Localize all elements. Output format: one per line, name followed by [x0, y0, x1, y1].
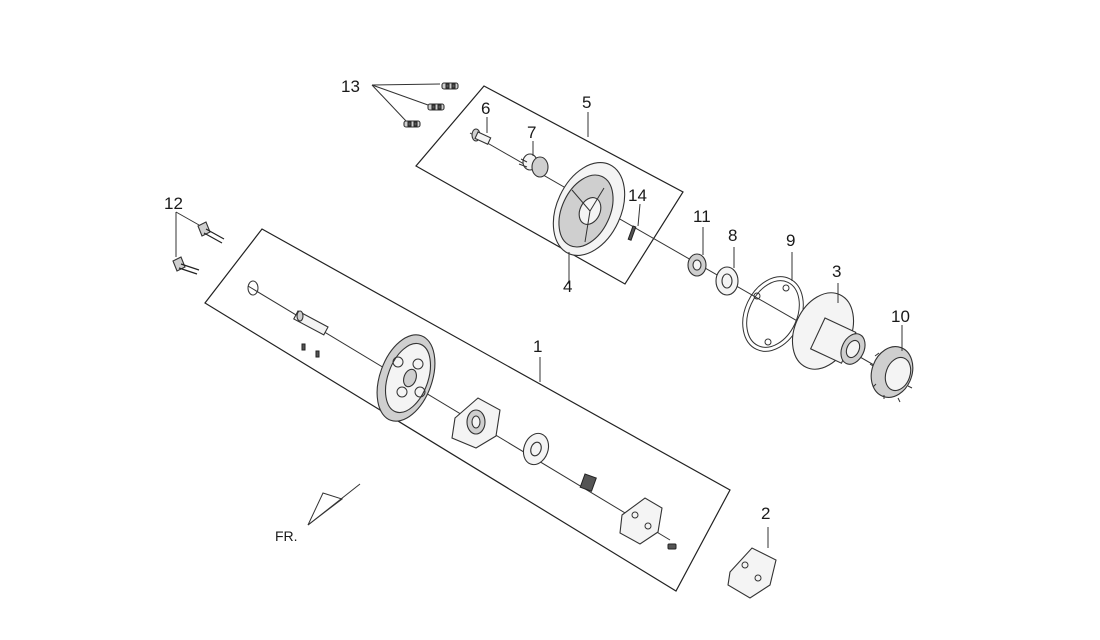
pump-plate: [619, 497, 663, 545]
pump-body: [451, 397, 501, 449]
bolt-12a: [197, 221, 225, 244]
group-frame-1: [204, 228, 731, 592]
callout-4: 4: [563, 277, 572, 296]
callout-11: 11: [693, 207, 711, 226]
inner-rotor: [579, 473, 597, 492]
clip-ring: [247, 280, 259, 296]
callout-6: 6: [481, 99, 490, 118]
group-frame-5: [415, 85, 684, 285]
pump-cover-4: [552, 162, 626, 256]
gasket-2: [727, 547, 777, 599]
front-direction-label: FR.: [275, 528, 298, 544]
pin-6: [471, 128, 492, 145]
callout-5: 5: [582, 93, 591, 112]
callout-10: 10: [891, 307, 910, 326]
drive-gear: [376, 334, 436, 422]
screw-13a: [441, 82, 459, 90]
callout-8: 8: [728, 226, 737, 245]
shaft: [293, 310, 329, 336]
leader-lines: [175, 83, 903, 548]
bolt-12b: [172, 256, 200, 275]
callout-14: 14: [628, 186, 647, 205]
callout-2: 2: [761, 504, 770, 523]
callout-1: 1: [533, 337, 542, 356]
dowel-pins: [301, 343, 320, 358]
screw-13c: [403, 120, 421, 128]
rotor: [522, 432, 550, 466]
part-7: [518, 153, 549, 178]
callout-13: 13: [341, 77, 360, 96]
callout-7: 7: [527, 123, 536, 142]
callout-3: 3: [832, 262, 841, 281]
small-screw: [667, 543, 677, 550]
gear-10: [869, 346, 914, 403]
washer-8: [715, 266, 739, 296]
callout-9: 9: [786, 231, 795, 250]
washer-11: [687, 253, 707, 277]
screw-13b: [427, 103, 445, 111]
front-direction-arrow: [307, 483, 361, 526]
housing-3: [791, 292, 866, 370]
pin-14: [627, 225, 637, 241]
callout-12: 12: [164, 194, 183, 213]
